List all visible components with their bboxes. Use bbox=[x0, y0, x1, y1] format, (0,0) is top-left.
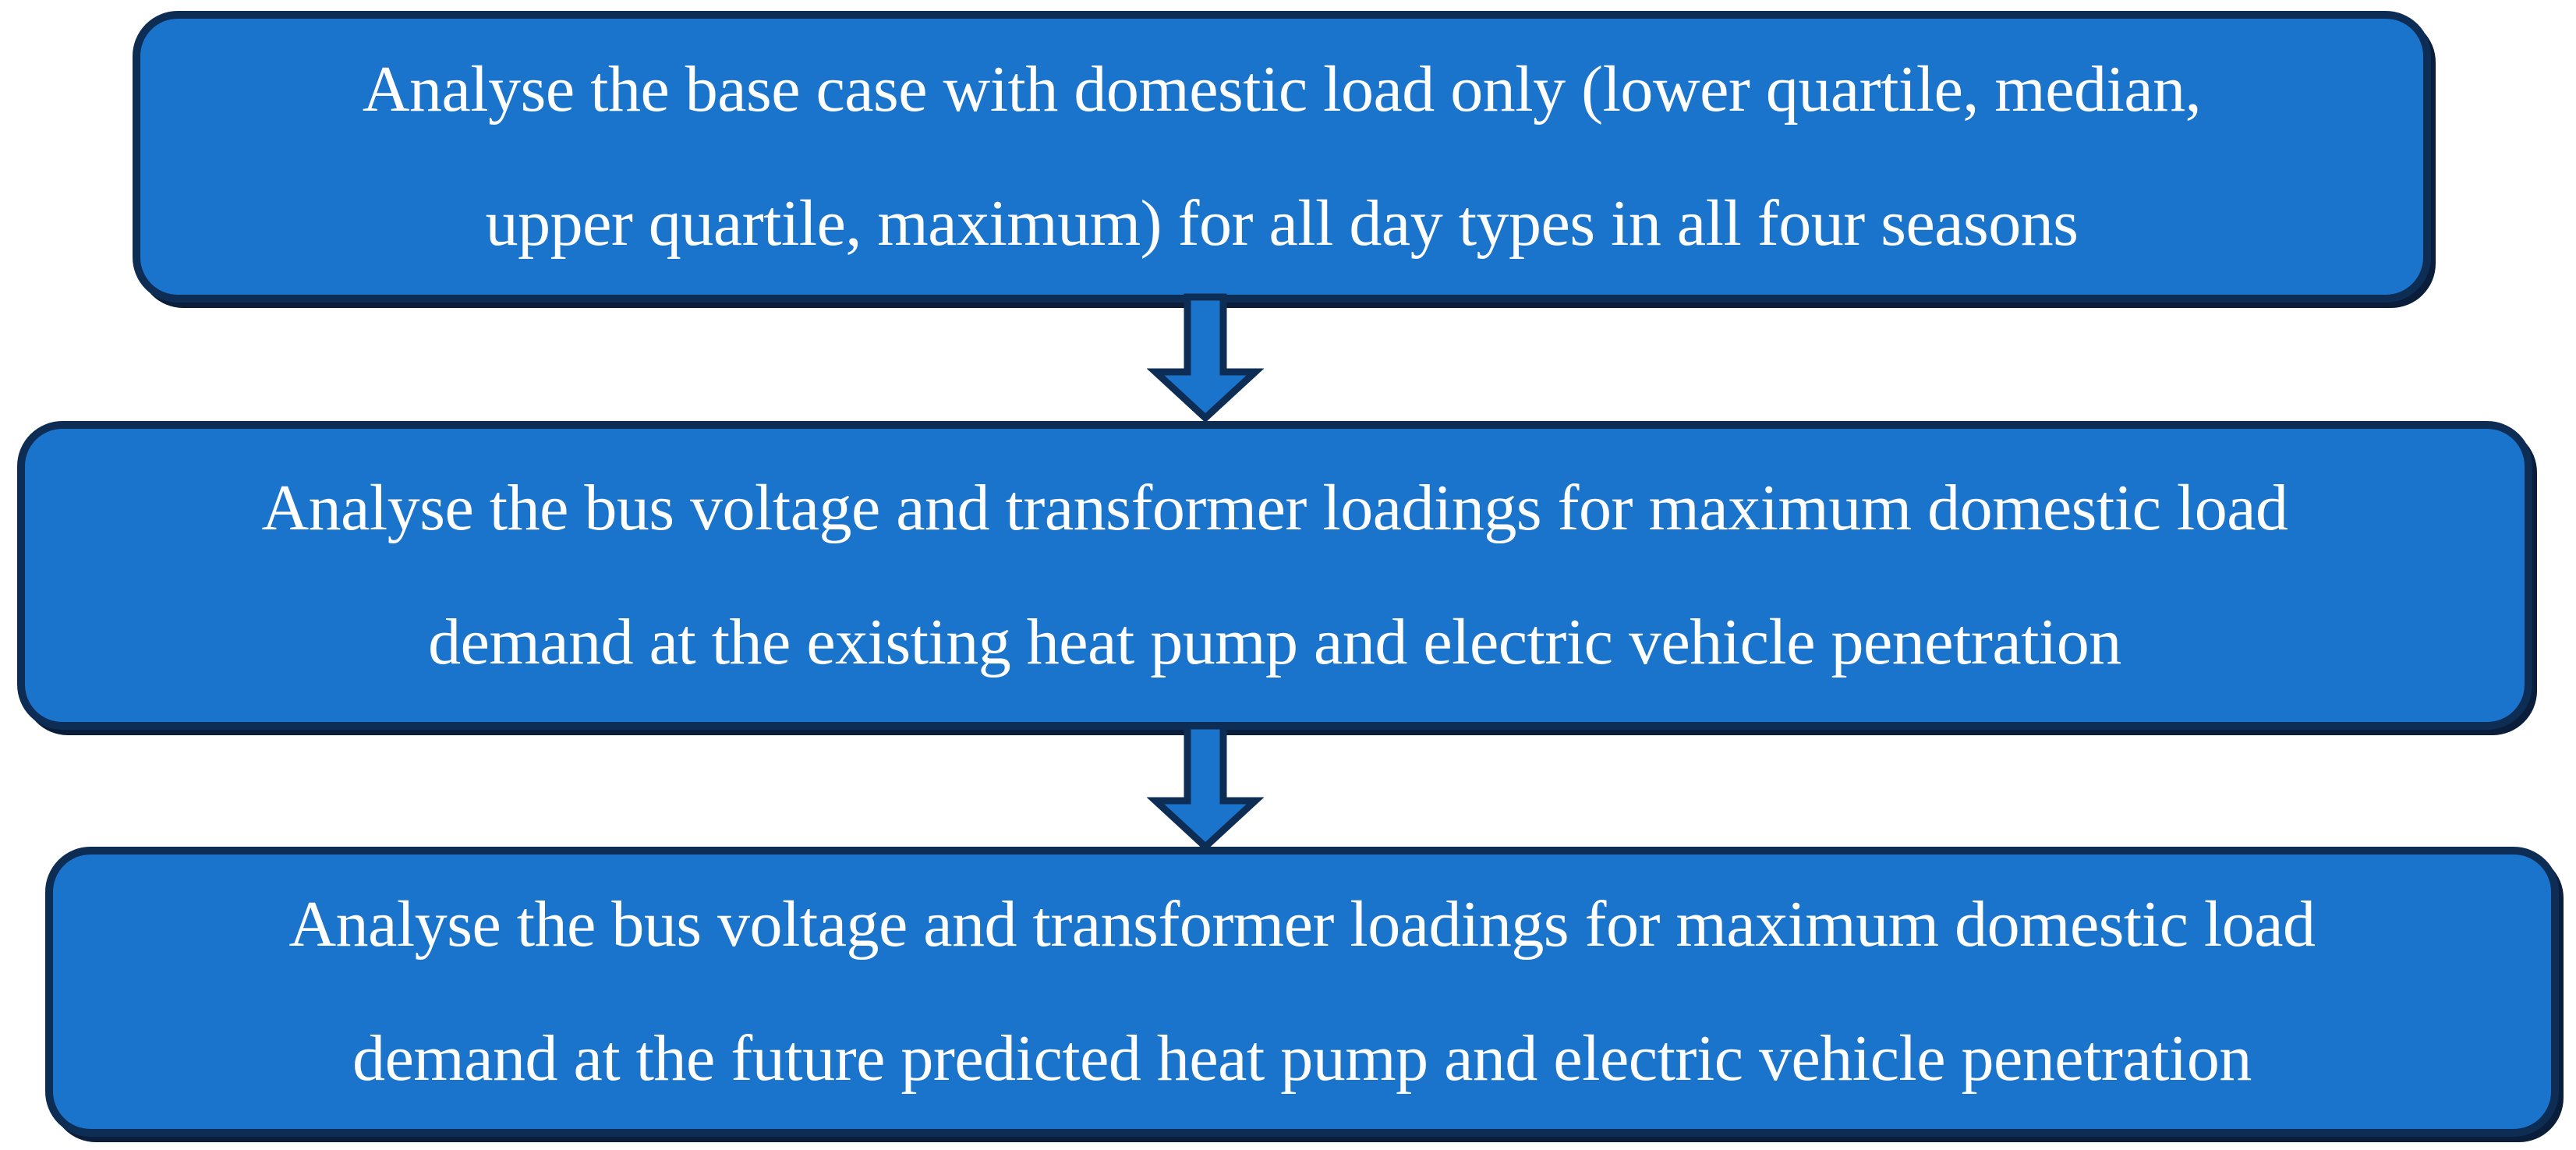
flow-step-2-line-1: Analyse the bus voltage and transformer … bbox=[261, 472, 2288, 544]
flow-step-3-line-1: Analyse the bus voltage and transformer … bbox=[288, 888, 2316, 961]
flow-step-1-line-2: upper quartile, maximum) for all day typ… bbox=[485, 187, 2079, 260]
flow-step-1-line-1: Analyse the base case with domestic load… bbox=[362, 53, 2202, 126]
flow-step-3-line-2: demand at the future predicted heat pump… bbox=[352, 1022, 2252, 1095]
flow-step-1: Analyse the base case with domestic load… bbox=[133, 11, 2431, 303]
flow-step-2-line-2: demand at the existing heat pump and ele… bbox=[428, 606, 2121, 678]
flow-step-2: Analyse the bus voltage and transformer … bbox=[17, 421, 2532, 730]
down-arrow-icon bbox=[1147, 293, 1264, 423]
down-arrow-icon bbox=[1147, 722, 1264, 852]
flow-step-3: Analyse the bus voltage and transformer … bbox=[45, 847, 2559, 1137]
